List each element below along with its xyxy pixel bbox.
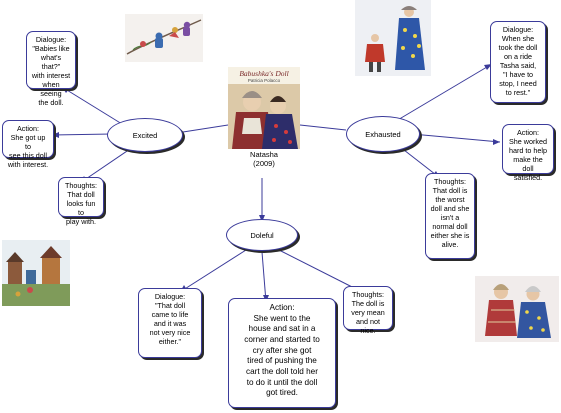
book-cover: Babushka's Doll Patricia Polacco [228, 67, 300, 149]
center-caption: Natasha (2009) [250, 150, 278, 169]
exhausted-thoughts-box: Thoughts: That doll is the worst doll an… [425, 173, 475, 259]
connector-lines [51, 63, 501, 303]
exhausted-dialogue-box: Dialogue: When she took the doll on a ri… [490, 21, 546, 103]
excited-dialogue-box: Dialogue: "Babies like what's that?" wit… [26, 31, 76, 107]
illustration-woman-with-doll [355, 0, 431, 76]
illustration-two-dolls [475, 276, 559, 342]
excited-thoughts-box: Thoughts: That doll looks fun to play wi… [58, 177, 104, 226]
exhausted-action-box: Action: She worked hard to help make the… [502, 124, 554, 182]
illustration-village [2, 240, 70, 306]
emotion-doleful: Doleful [226, 219, 298, 251]
illustration-flying-children [125, 14, 203, 62]
emotion-exhausted: Exhausted [346, 116, 420, 152]
book-cover-title: Babushka's Doll [239, 69, 289, 78]
book-cover-author: Patricia Polacco [247, 78, 281, 83]
doleful-action-box: Action: She went to the house and sat in… [228, 298, 336, 408]
doleful-dialogue-box: Dialogue: "That doll came to life and it… [138, 288, 202, 358]
excited-action-box: Action: She got up to see this doll with… [2, 120, 54, 169]
doleful-thoughts-box: Thoughts: The doll is very mean and not … [343, 286, 393, 335]
emotion-excited: Excited [107, 118, 183, 152]
